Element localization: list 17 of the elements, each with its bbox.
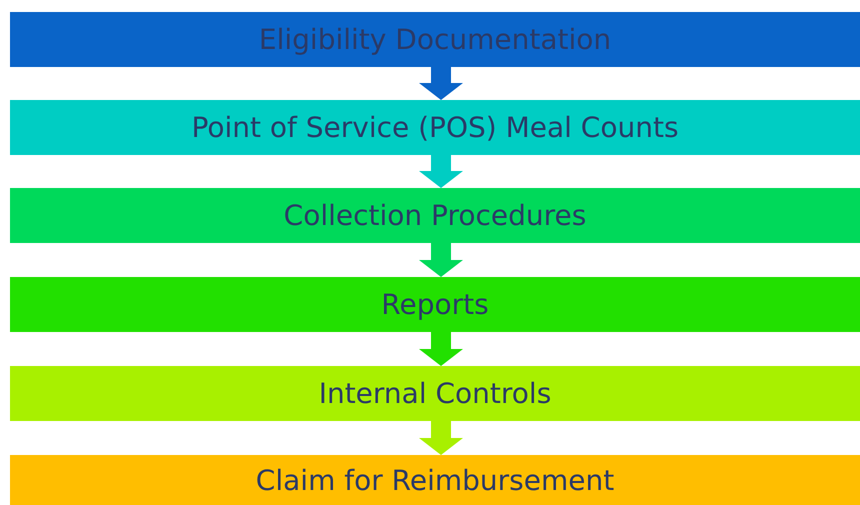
arrow: [419, 243, 463, 277]
arrow: [419, 421, 463, 455]
band-label: Claim for Reimbursement: [256, 464, 614, 496]
process-band: [10, 366, 860, 421]
band-label: Eligibility Documentation: [258, 23, 612, 56]
arrow: [419, 67, 463, 100]
process-band: [10, 188, 860, 243]
process-band: [10, 455, 860, 505]
arrow: [419, 155, 463, 188]
band-label: Point of Service (POS) Meal Counts: [191, 111, 679, 144]
process-band: [10, 277, 860, 332]
band-label: Reports: [381, 288, 489, 321]
process-band: [10, 100, 860, 155]
arrow: [419, 332, 463, 366]
process-band: [10, 12, 860, 67]
band-label: Internal Controls: [318, 377, 552, 410]
band-label: Collection Procedures: [284, 199, 586, 232]
